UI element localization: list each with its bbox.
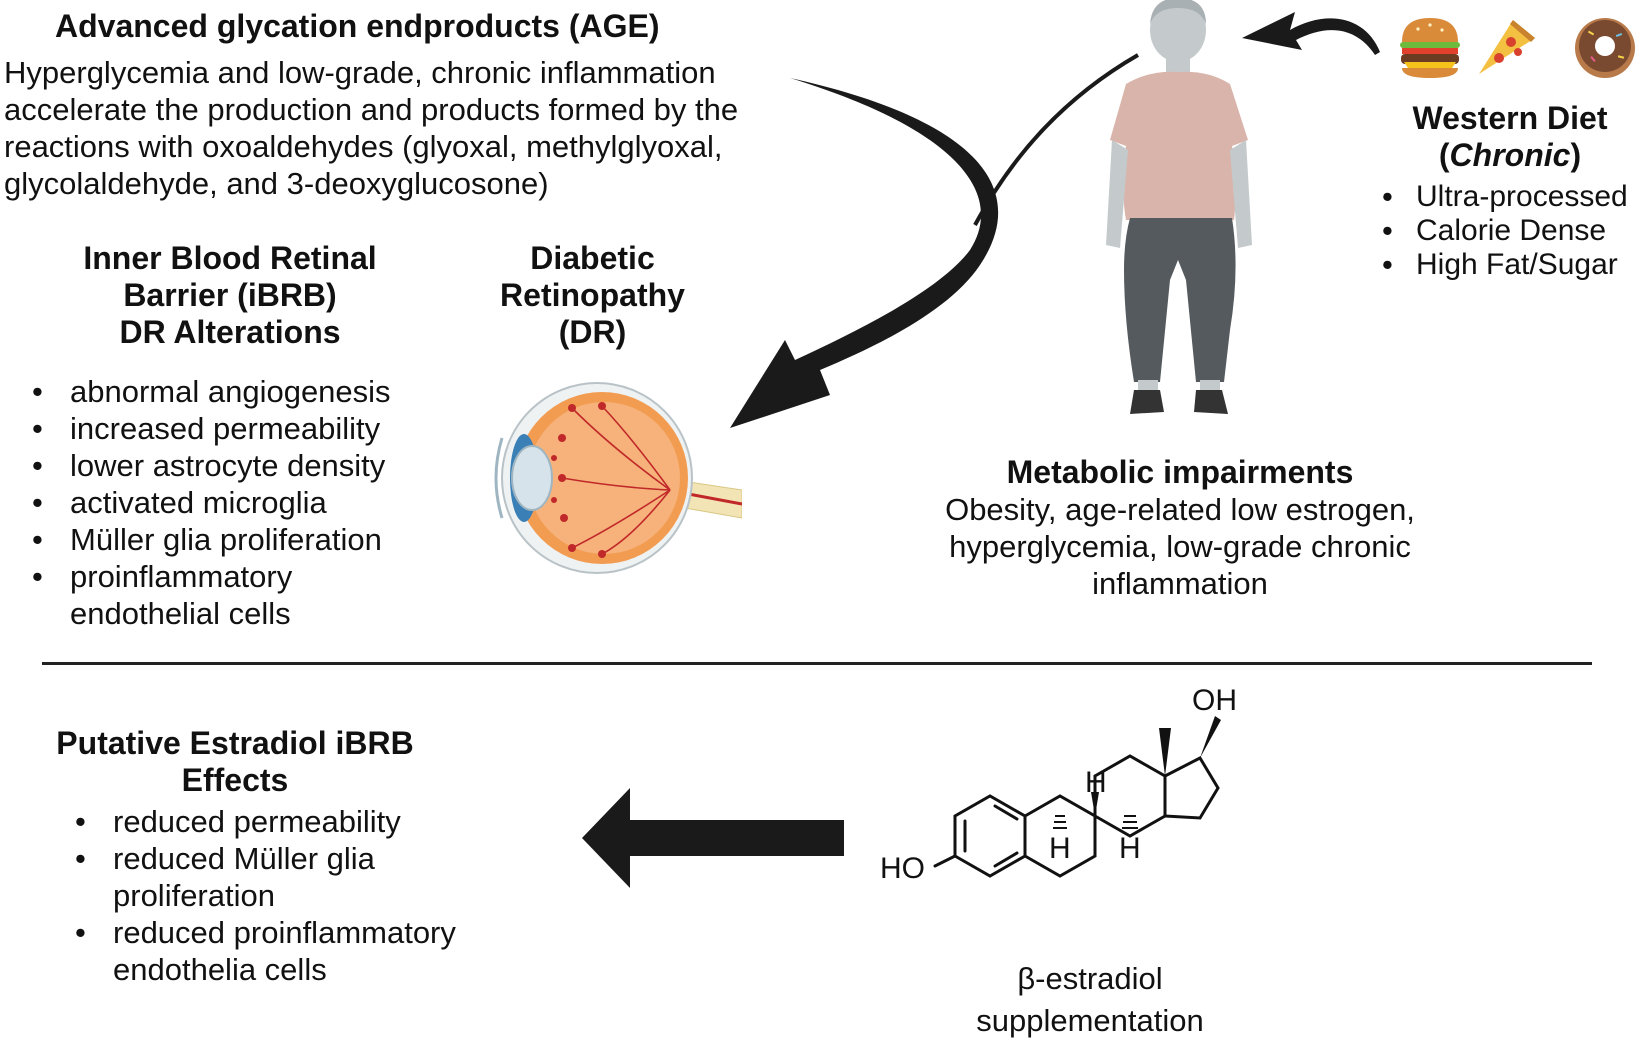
western-diet-heading: Western Diet (Chronic) (1385, 100, 1635, 174)
burger-icon (1398, 14, 1462, 80)
ring-a (953, 794, 1027, 878)
molecule-label-h: H (1049, 832, 1071, 865)
dr-heading-line3: (DR) (558, 314, 627, 350)
list-item: Ultra-processed (1382, 180, 1650, 214)
ibrb-alterations-list: abnormal angiogenesis increased permeabi… (32, 373, 452, 632)
list-item: reduced proinflammatory endothelia cells (75, 914, 495, 988)
diet-to-person-arrow (1242, 12, 1380, 55)
list-item: Müller glia proliferation (32, 521, 452, 558)
dr-heading-line1: Diabetic (530, 240, 655, 276)
list-item: increased permeability (32, 410, 452, 447)
section-divider (42, 662, 1592, 665)
ibrb-section: Inner Blood Retinal Barrier (iBRB) DR Al… (20, 240, 440, 631)
estradiol-effects-list: reduced permeability reduced Müller glia… (75, 803, 505, 988)
molecule-caption: β-estradiol supplementation (950, 958, 1230, 1039)
ibrb-heading-line1: Inner Blood Retinal (83, 240, 377, 276)
metabolic-title: Metabolic impairments (1006, 454, 1354, 490)
molecule-label-h: H (1119, 832, 1141, 865)
molecule-label-ho: HO (880, 852, 925, 885)
estradiol-effects-section: Putative Estradiol iBRB Effects reduced … (45, 725, 495, 987)
molecule-caption-line1: β-estradiol (1017, 961, 1163, 996)
age-description: Hyperglycemia and low-grade, chronic inf… (4, 55, 739, 201)
molecule-label-h: H (1085, 766, 1107, 799)
ibrb-heading-line3: DR Alterations (119, 314, 341, 350)
estradiol-effects-heading: Putative Estradiol iBRB Effects (45, 725, 425, 799)
list-item: lower astrocyte density (32, 447, 452, 484)
ibrb-heading: Inner Blood Retinal Barrier (iBRB) DR Al… (20, 240, 440, 351)
dr-heading: Diabetic Retinopathy (DR) (470, 240, 715, 351)
metabolic-section: Metabolic impairments Obesity, age-relat… (900, 454, 1460, 602)
estradiol-heading-line2: Effects (181, 762, 289, 798)
list-item: reduced permeability (75, 803, 505, 840)
age-title: Advanced glycation endproducts (AGE) (55, 8, 660, 44)
pizza-icon (1473, 16, 1539, 78)
western-diet-title: Western Diet (1412, 100, 1608, 136)
left-arrow (582, 788, 844, 888)
western-diet-subtitle: (Chronic) (1438, 137, 1582, 173)
person-icon (1090, 0, 1260, 440)
eye-icon (492, 378, 743, 578)
molecule-label-oh: OH (1192, 684, 1237, 717)
donut-icon (1570, 14, 1640, 80)
list-item: abnormal angiogenesis (32, 373, 452, 410)
list-item: High Fat/Sugar (1382, 248, 1650, 282)
list-item: reduced Müller glia proliferation (75, 840, 405, 914)
list-item: activated microglia (32, 484, 452, 521)
dr-heading-line2: Retinopathy (500, 277, 685, 313)
molecule-caption-line2: supplementation (976, 1003, 1204, 1038)
metabolic-description: Obesity, age-related low estrogen, hyper… (945, 492, 1415, 601)
estradiol-molecule-diagram: OH HO H H H (880, 684, 1237, 885)
ibrb-heading-line2: Barrier (iBRB) (123, 277, 337, 313)
list-item: proinflammatory endothelial cells (32, 558, 332, 632)
western-diet-list: Ultra-processed Calorie Dense High Fat/S… (1382, 180, 1650, 282)
list-item: Calorie Dense (1382, 214, 1650, 248)
estradiol-heading-line1: Putative Estradiol iBRB (56, 725, 414, 761)
